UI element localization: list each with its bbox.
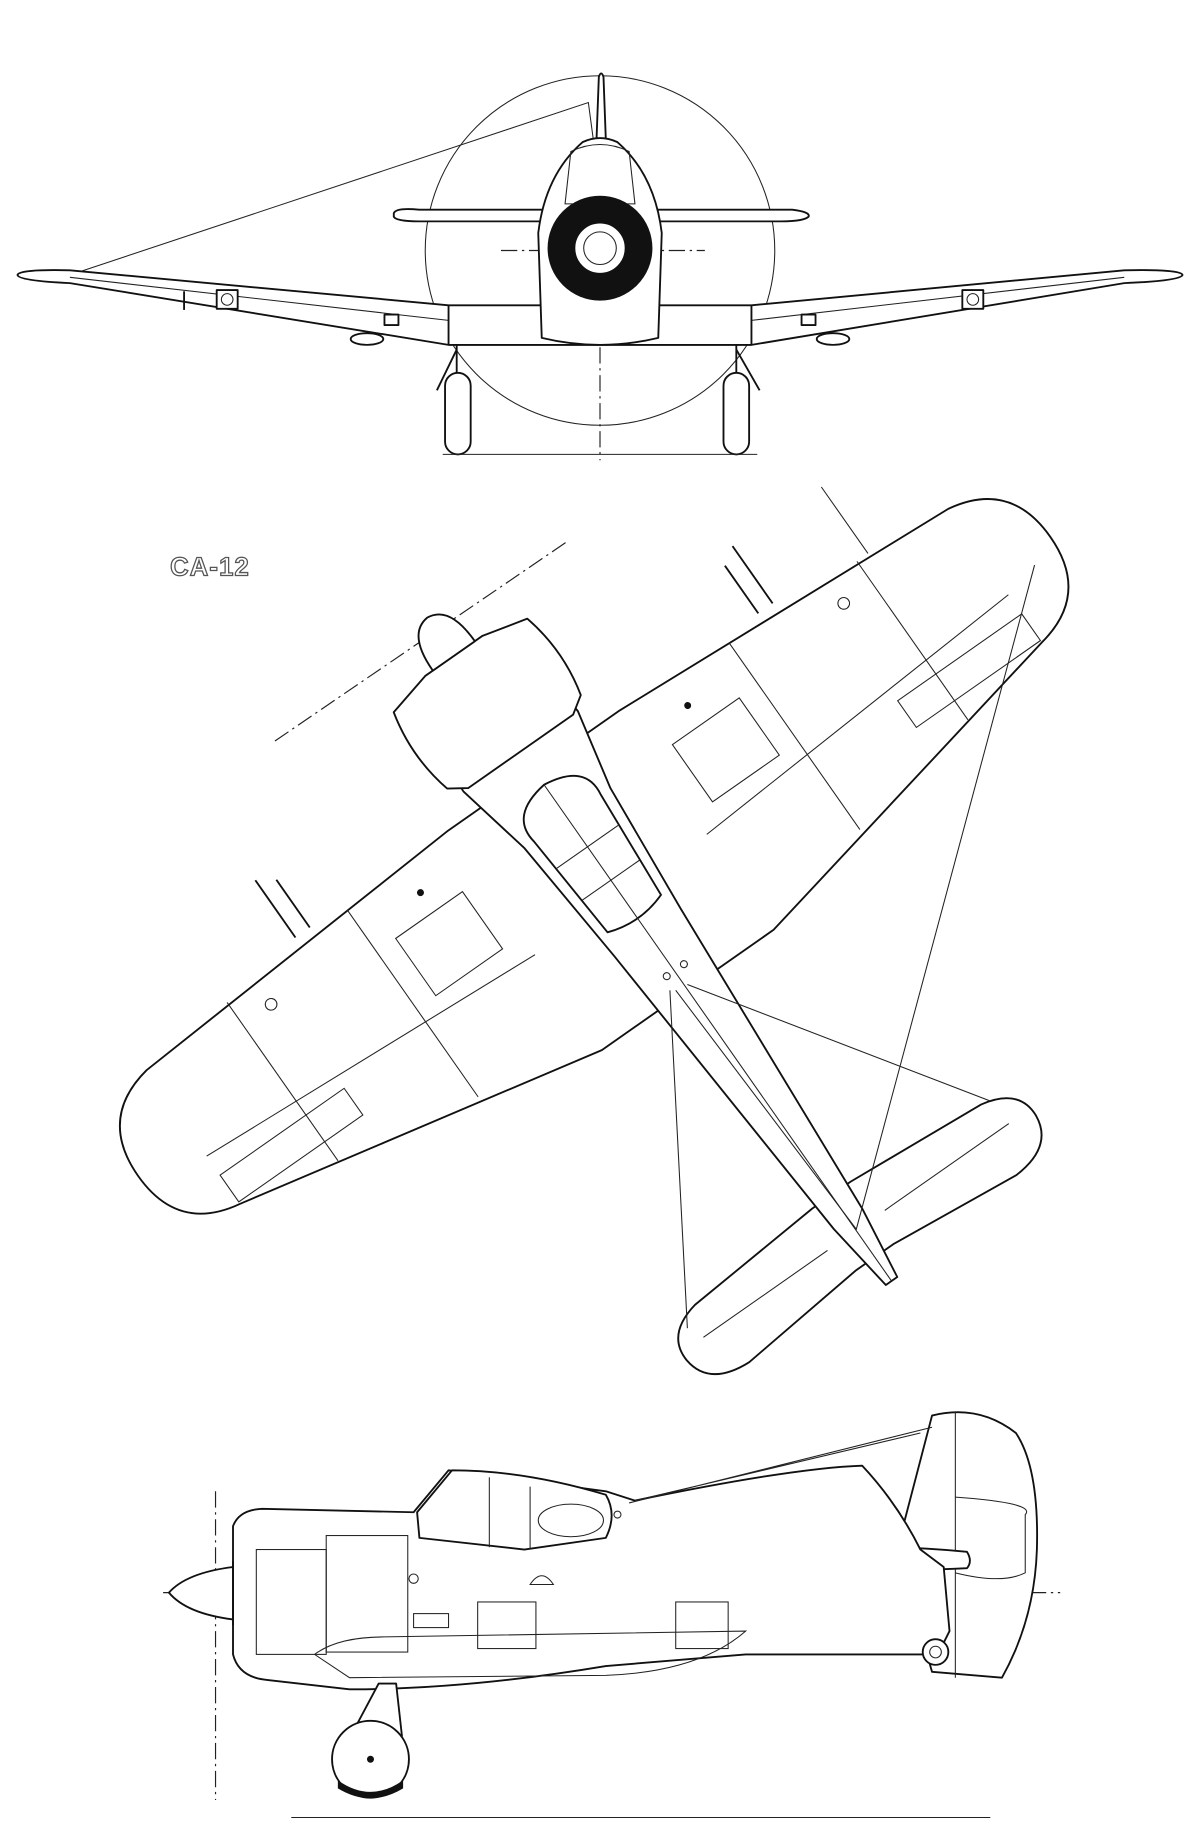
top-spinner: [417, 613, 476, 672]
antenna-wire: [69, 101, 607, 276]
side-main-gear: [331, 1682, 410, 1799]
side-wing-root: [313, 1630, 748, 1679]
side-view: [163, 1411, 1061, 1819]
top-view: [119, 486, 1070, 1375]
front-view: [16, 72, 1184, 461]
side-tail-wheel: [921, 1638, 950, 1666]
left-main-gear: [436, 344, 472, 456]
aircraft-designation: CA-12: [170, 554, 250, 582]
fin: [595, 72, 607, 141]
gun-barrels: [254, 545, 774, 939]
side-canopy: [416, 1469, 613, 1551]
top-antenna-wire: [669, 564, 1036, 1329]
top-cowling: [392, 617, 582, 790]
side-fuselage: [232, 1464, 951, 1691]
right-main-gear: [722, 344, 761, 456]
side-spinner: [167, 1566, 234, 1621]
